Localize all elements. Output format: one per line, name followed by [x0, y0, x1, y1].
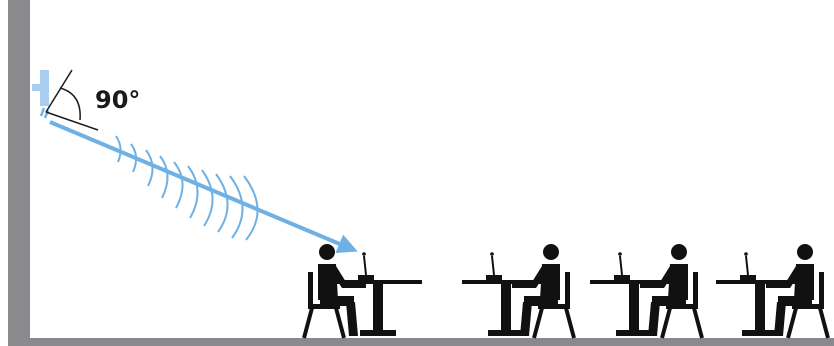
delegate-station-4: [716, 244, 828, 338]
gooseneck-microphone-icon: [334, 252, 422, 336]
seated-delegate-icon: [766, 244, 828, 338]
signal-waves: [116, 136, 258, 240]
delegate-station-1: [304, 244, 422, 338]
seated-delegate-icon: [640, 244, 702, 338]
delegate-station-2: [462, 244, 574, 338]
angle-label: 90°: [95, 86, 140, 114]
seated-delegate-icon: [512, 244, 574, 338]
angle-indicator: 90°: [46, 70, 140, 130]
wall: [8, 0, 30, 346]
floor: [30, 338, 834, 346]
signal-beam-arrow: [50, 122, 354, 250]
seated-delegate-icon: [304, 244, 366, 338]
delegate-station-3: [590, 244, 702, 338]
